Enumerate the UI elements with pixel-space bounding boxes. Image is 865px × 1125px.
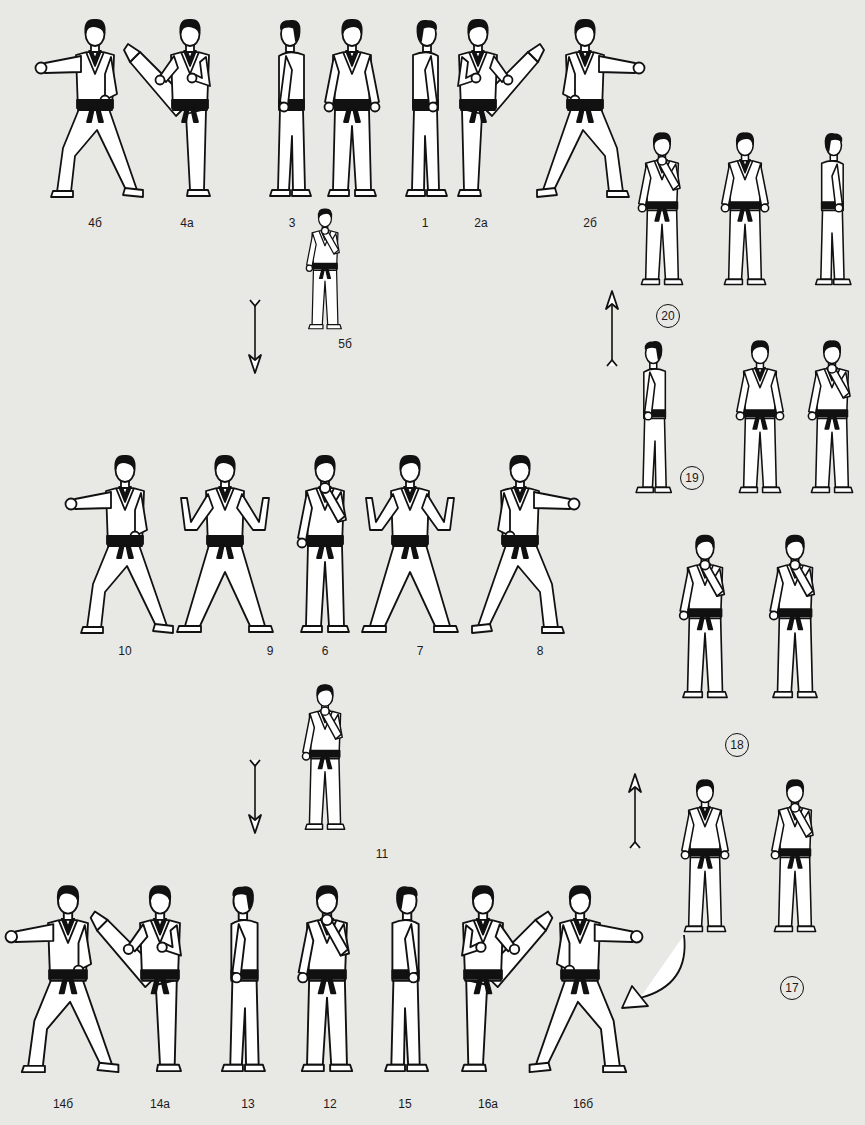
circled-number-text: 17 bbox=[785, 982, 798, 994]
step-number: 13 bbox=[241, 1098, 254, 1111]
step-number: 6 bbox=[322, 645, 329, 658]
step-number: 4а bbox=[180, 217, 193, 230]
circled-number: 19 bbox=[680, 466, 704, 490]
circled-number-text: 20 bbox=[661, 310, 674, 322]
step-number: 2а bbox=[474, 217, 487, 230]
step-number: 12 bbox=[323, 1098, 336, 1111]
step-number: 5б bbox=[338, 338, 352, 351]
step-number: 1 bbox=[422, 217, 429, 230]
circled-number: 18 bbox=[725, 733, 749, 757]
step-number: 15 bbox=[398, 1098, 411, 1111]
direction-arrow bbox=[249, 291, 685, 1008]
step-number: 10 bbox=[118, 645, 131, 658]
step-number: 11 bbox=[376, 848, 388, 861]
step-number: 7 bbox=[417, 645, 424, 658]
step-number: 4б bbox=[88, 217, 102, 230]
circled-number: 17 bbox=[780, 976, 804, 1000]
step-number: 14б bbox=[53, 1098, 73, 1111]
step-number: 16б bbox=[573, 1098, 593, 1111]
step-number: 2б bbox=[583, 217, 597, 230]
step-number: 14а bbox=[150, 1098, 170, 1111]
step-number: 3 bbox=[289, 217, 296, 230]
circled-number: 20 bbox=[656, 304, 680, 328]
circled-number-text: 19 bbox=[685, 472, 698, 484]
step-number: 9 bbox=[267, 645, 274, 658]
step-number: 16а bbox=[478, 1098, 498, 1111]
circled-number-text: 18 bbox=[730, 739, 743, 751]
step-number: 8 bbox=[537, 645, 544, 658]
